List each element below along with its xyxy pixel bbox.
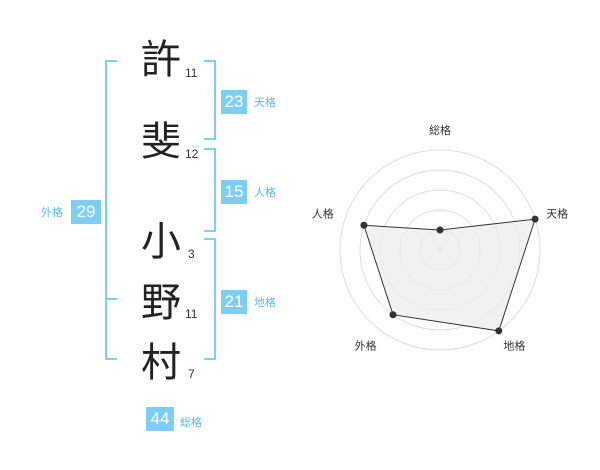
gaikaku-bracket — [105, 60, 117, 360]
radar-point-5 — [360, 221, 368, 229]
radar-axis-label-2: 天格 — [546, 207, 568, 221]
radar-axis-label-3: 地格 — [503, 339, 525, 353]
jinkaku-value-badge: 15 — [221, 180, 247, 204]
gaikaku-bracket-tick — [105, 298, 117, 300]
radar-point-1 — [436, 226, 444, 234]
stroke-count-3: 3 — [188, 247, 195, 261]
radar-point-4 — [389, 311, 397, 319]
stroke-count-2: 12 — [185, 147, 199, 161]
tenkaku-value-badge: 23 — [221, 90, 247, 114]
stroke-count-1: 11 — [185, 66, 198, 80]
tenkaku-label: 天格 — [254, 96, 276, 109]
radar-axis-label-5: 人格 — [312, 207, 334, 221]
radar-grid-ring — [339, 149, 541, 351]
stroke-count-4: 11 — [185, 307, 198, 321]
jinkaku-label: 人格 — [254, 186, 276, 199]
radar-polygon — [363, 218, 536, 332]
soukaku-value-badge: 44 — [146, 407, 174, 431]
stroke-count-5: 7 — [188, 367, 195, 381]
name-char-4: 野 — [141, 280, 181, 326]
radar-point-3 — [495, 327, 503, 335]
soukaku-label: 総格 — [180, 416, 202, 429]
gaikaku-value-badge: 29 — [71, 200, 101, 224]
name-char-2: 斐 — [141, 119, 181, 165]
chikaku-bracket — [204, 238, 216, 360]
tenkaku-bracket — [204, 60, 216, 140]
radar-axis-label-4: 外格 — [355, 339, 377, 353]
gaikaku-label: 外格 — [41, 206, 63, 219]
radar-shape — [360, 215, 539, 335]
name-char-1: 許 — [141, 37, 181, 83]
name-char-3: 小 — [141, 219, 181, 265]
radar-point-2 — [531, 215, 539, 223]
radar-axis-label-1: 総格 — [429, 123, 451, 137]
chikaku-value-badge: 21 — [221, 290, 247, 314]
chikaku-label: 地格 — [254, 296, 276, 309]
jinkaku-bracket — [204, 148, 216, 232]
name-char-5: 村 — [141, 340, 181, 386]
